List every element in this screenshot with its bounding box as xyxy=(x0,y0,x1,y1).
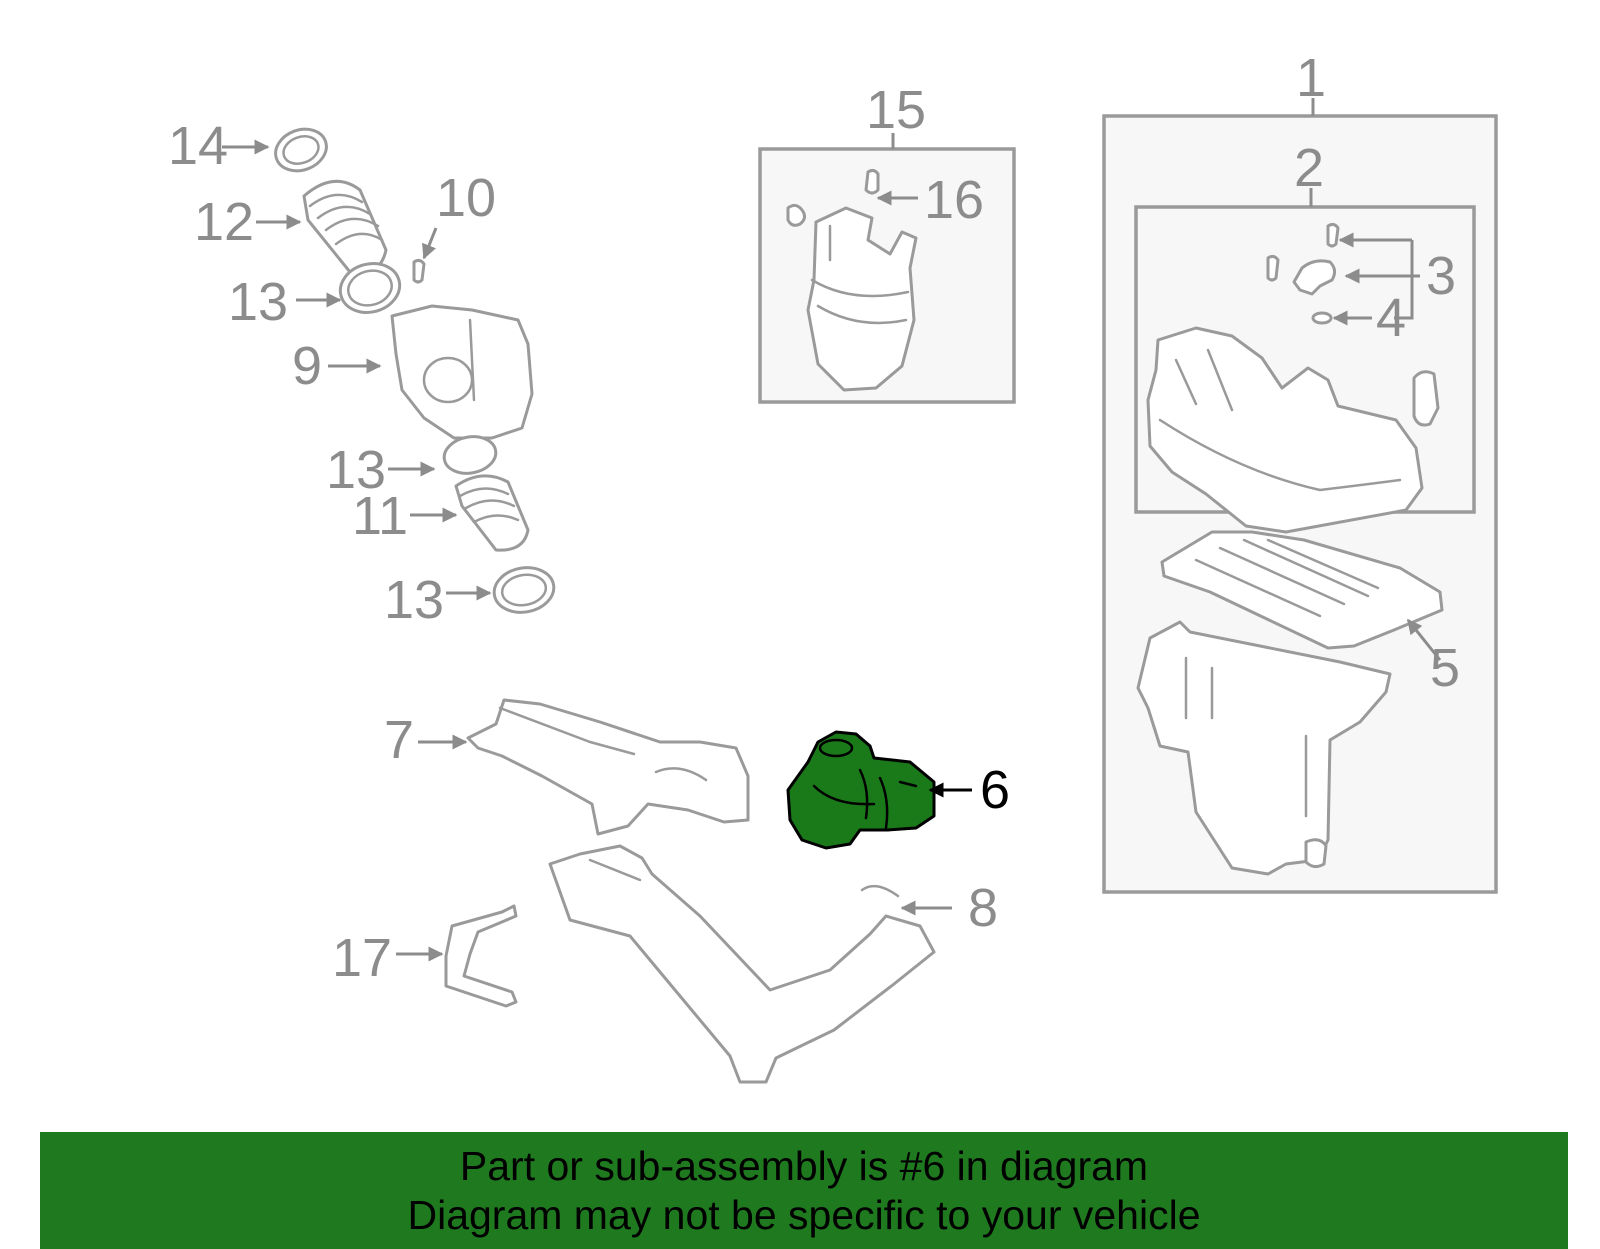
callout-11: 11 xyxy=(352,486,408,546)
callout-14: 14 xyxy=(168,116,228,176)
callout-7: 7 xyxy=(384,710,414,770)
callout-6: 6 xyxy=(980,760,1010,820)
callout-1: 1 xyxy=(1296,48,1326,108)
intake-hose-group xyxy=(222,127,556,614)
highlighted-part-6 xyxy=(786,730,972,850)
callout-16: 16 xyxy=(924,170,984,230)
callout-4: 4 xyxy=(1376,288,1406,348)
intake-duct-upper xyxy=(418,698,750,836)
callout-12: 12 xyxy=(194,192,254,252)
callout-17: 17 xyxy=(332,928,392,988)
banner-line-1: Part or sub-assembly is #6 in diagram xyxy=(459,1143,1149,1189)
callout-13-bottom: 13 xyxy=(384,570,444,630)
callout-9: 9 xyxy=(292,336,322,396)
callout-5: 5 xyxy=(1430,638,1460,698)
intake-duct-lower xyxy=(548,844,952,1084)
callout-2: 2 xyxy=(1294,138,1324,198)
resonator-box xyxy=(758,133,1016,404)
air-cleaner-box xyxy=(1102,98,1498,894)
callout-3: 3 xyxy=(1426,246,1456,306)
callout-13-middle: 13 xyxy=(326,440,386,500)
callout-15: 15 xyxy=(866,80,926,140)
callout-13-top: 13 xyxy=(228,272,288,332)
banner-line-2: Diagram may not be specific to your vehi… xyxy=(407,1192,1201,1238)
bracket xyxy=(396,904,518,1008)
info-banner: Part or sub-assembly is #6 in diagram Di… xyxy=(40,1132,1568,1249)
callout-10: 10 xyxy=(436,168,496,228)
callout-8: 8 xyxy=(968,878,998,938)
